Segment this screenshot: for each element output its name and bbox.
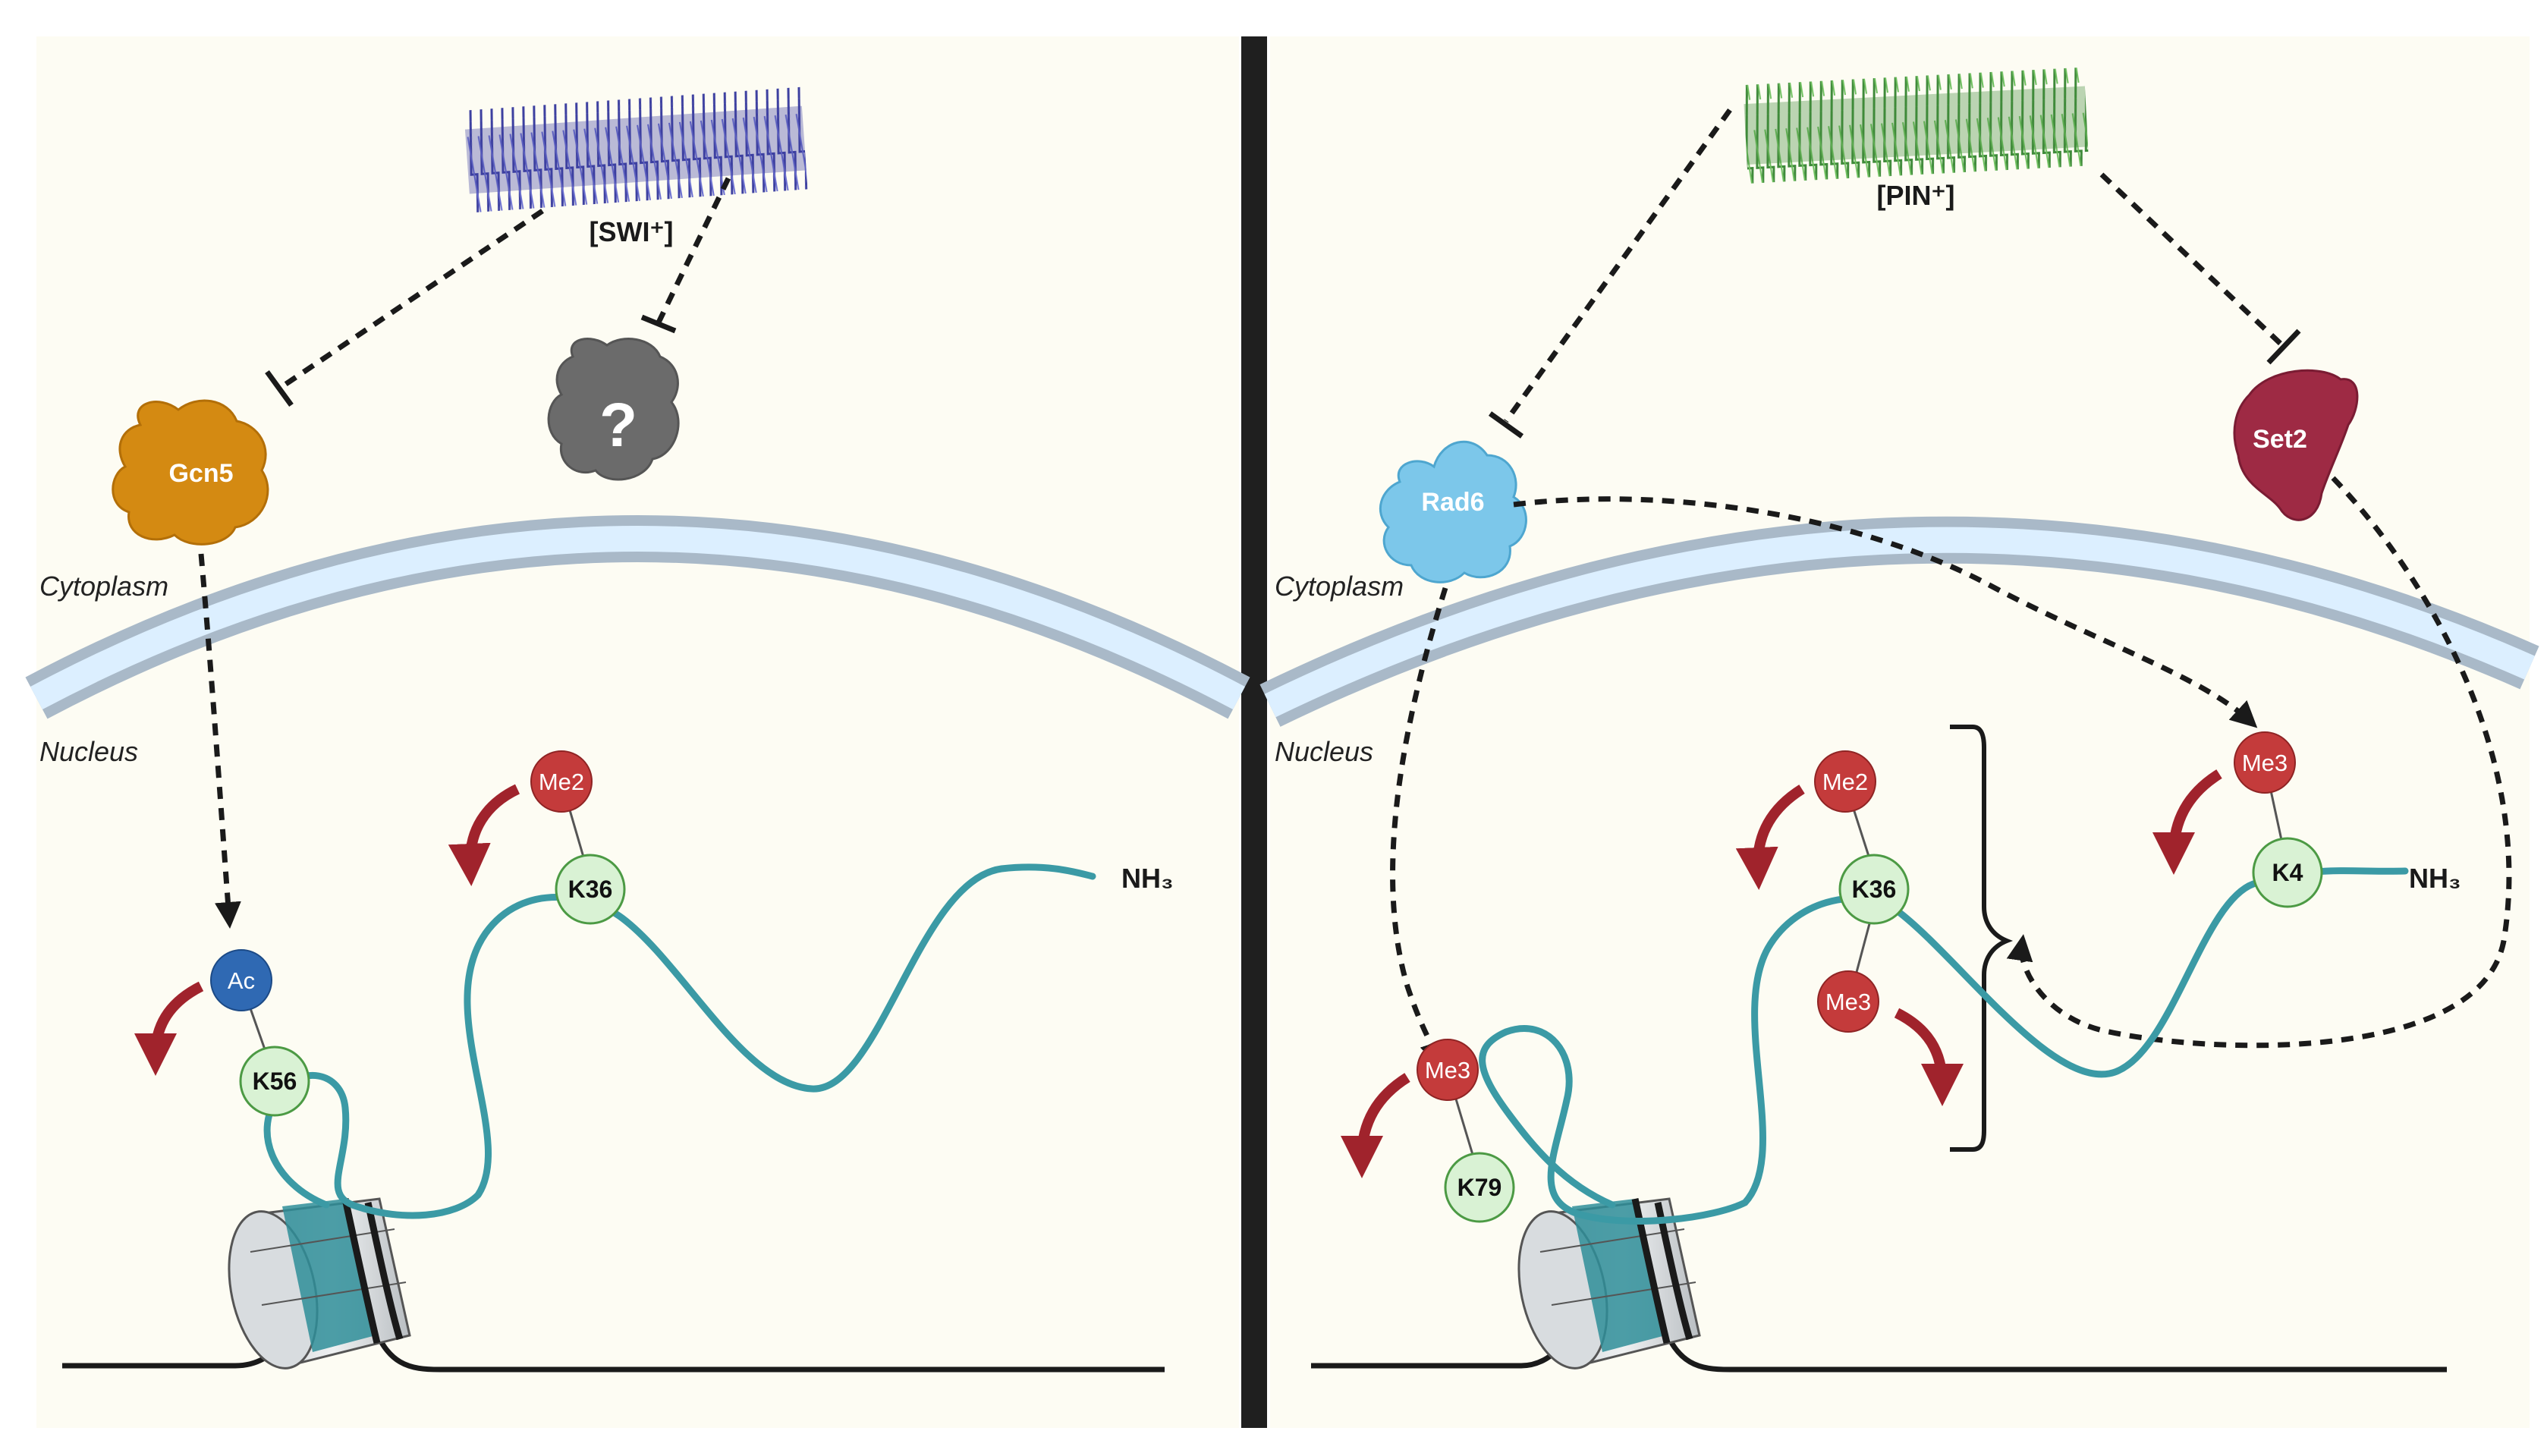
left-k36-residue — [555, 854, 626, 925]
acetyl-mark — [210, 949, 272, 1011]
k56-label: K56 — [253, 1068, 297, 1095]
left-histone-tail — [263, 863, 1096, 1219]
right-k36-me3-removal-arrow — [1894, 1008, 1964, 1106]
unknown-enzyme-label: ? — [599, 391, 637, 460]
k4-removal-arrow — [2152, 769, 2222, 875]
set2-inhibition-bar — [2266, 329, 2301, 365]
gcn5-to-acetyl-arrow — [198, 553, 241, 929]
left-nuclear-membrane — [25, 515, 1250, 719]
left-k36-label: K36 — [568, 876, 613, 903]
k4-residue — [2252, 837, 2323, 908]
left-panel-background — [36, 36, 1239, 1428]
k56-removal-arrow — [134, 981, 204, 1076]
swi-to-gcn5-inhibition — [278, 209, 544, 391]
k79-residue — [1444, 1152, 1515, 1223]
right-panel: [PIN⁺] Rad6 Set2 Cytoplasm Nucleus — [1259, 67, 2539, 1373]
right-k36-residue — [1838, 854, 1910, 925]
right-nh3-label: NH₃ — [2409, 863, 2461, 894]
k4-me3-label: Me3 — [2242, 750, 2288, 776]
right-histone-tail — [1479, 867, 2409, 1225]
right-nucleus-label: Nucleus — [1275, 736, 1373, 767]
pin-prion-fibril — [1743, 67, 2089, 184]
left-me2-mark — [530, 750, 593, 813]
k4-label: K4 — [2272, 859, 2303, 886]
k79-me3-mark — [1417, 1039, 1479, 1101]
left-k36-removal-arrow — [448, 784, 520, 886]
gcn5-inhibition-bar — [265, 370, 294, 407]
swi-to-unknown-inhibition — [656, 177, 731, 324]
right-k36-me3-mark — [1817, 970, 1879, 1033]
left-nucleosome — [228, 1197, 411, 1370]
pin-prion-label: [PIN⁺] — [1877, 180, 1955, 211]
unknown-enzyme — [547, 338, 680, 481]
right-k36-me2-removal-arrow — [1735, 785, 1805, 890]
k36-bracket — [1950, 725, 2014, 1152]
rad6-label: Rad6 — [1421, 488, 1484, 517]
right-k36-label: K36 — [1852, 876, 1897, 903]
right-me2-label: Me2 — [1822, 769, 1868, 795]
left-panel: [SWI⁺] Gcn5 ? Cytoplasm Nucleus — [25, 86, 1250, 1373]
acetyl-label: Ac — [228, 967, 255, 994]
set2-to-k36-arrow — [2006, 476, 2512, 1049]
right-panel-background — [1270, 36, 2530, 1428]
set2-enzyme — [2233, 369, 2359, 521]
pin-to-rad6-inhibition — [1504, 108, 1732, 423]
left-nucleus-label: Nucleus — [39, 736, 138, 767]
swi-prion-label: [SWI⁺] — [590, 216, 674, 247]
set2-label: Set2 — [2253, 425, 2307, 454]
left-nh3-label: NH₃ — [1121, 863, 1174, 894]
k56-residue — [239, 1046, 310, 1117]
right-me2-mark — [1814, 750, 1876, 813]
right-k36-me3-label: Me3 — [1825, 989, 1871, 1015]
left-cytoplasm-label: Cytoplasm — [39, 571, 168, 602]
left-me2-label: Me2 — [539, 769, 584, 795]
rad6-to-k4-arrow — [1513, 496, 2258, 728]
unknown-inhibition-bar — [640, 314, 677, 334]
gcn5-enzyme — [112, 399, 269, 546]
gcn5-label: Gcn5 — [168, 459, 233, 488]
k4-me3-mark — [2234, 731, 2296, 794]
rad6-enzyme — [1379, 440, 1527, 583]
right-nucleosome — [1517, 1197, 1701, 1370]
right-cytoplasm-label: Cytoplasm — [1275, 571, 1404, 602]
k79-removal-arrow — [1341, 1073, 1410, 1178]
rad6-to-k79-arrow — [1390, 586, 1448, 1069]
k79-label: K79 — [1457, 1174, 1502, 1201]
panel-divider — [1241, 36, 1267, 1428]
k79-me3-label: Me3 — [1425, 1057, 1470, 1083]
right-nuclear-membrane — [1259, 516, 2539, 727]
rad6-inhibition-bar — [1488, 411, 1524, 439]
swi-prion-fibril — [464, 86, 808, 213]
